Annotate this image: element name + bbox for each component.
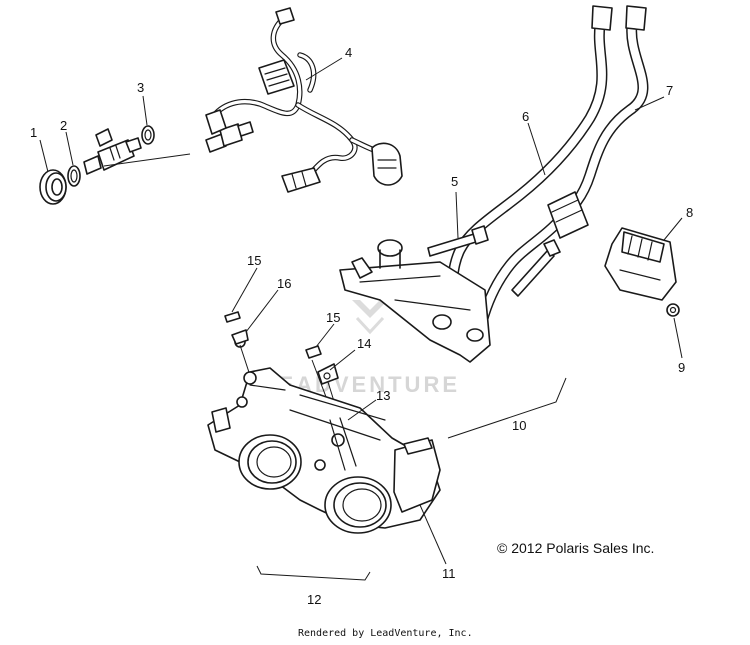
leader-lines [39, 57, 683, 565]
callout-2: 2 [60, 118, 67, 133]
injector-seal-part [39, 169, 67, 205]
callout-4: 4 [345, 45, 352, 60]
fuel-hose-parts [439, 5, 649, 328]
fuel-rail-part [339, 239, 491, 363]
injector-group-line [103, 153, 191, 167]
callout-6: 6 [522, 109, 529, 124]
callout-11: 11 [442, 566, 456, 581]
callout-14: 14 [357, 336, 371, 351]
callout-8: 8 [686, 205, 693, 220]
callout-12: 12 [307, 592, 321, 607]
callout-10: 10 [512, 418, 526, 433]
group-bracket-12 [256, 565, 371, 581]
screw-small-part [224, 311, 339, 385]
callout-15-upper: 15 [247, 253, 261, 268]
injector-harness-part [209, 7, 403, 193]
fuel-injector-part [83, 128, 142, 175]
copyright-text: © 2012 Polaris Sales Inc. [497, 540, 655, 556]
callout-5: 5 [451, 174, 458, 189]
o-ring-upper-part [141, 125, 155, 145]
callout-16: 16 [277, 276, 291, 291]
injector-installed-part [205, 109, 254, 153]
throttle-body-part [207, 367, 441, 534]
callout-1: 1 [30, 125, 37, 140]
group-bracket-10 [447, 377, 567, 439]
o-ring-part [67, 165, 81, 187]
callout-3: 3 [137, 80, 144, 95]
callout-9: 9 [678, 360, 685, 375]
callout-labels: 1 2 3 4 5 6 7 8 9 10 11 12 13 14 15 15 1… [30, 45, 693, 607]
sensor-module-part [604, 227, 677, 301]
screw-part [666, 303, 680, 317]
callout-13: 13 [376, 388, 390, 403]
callout-7: 7 [666, 83, 673, 98]
callout-15-lower: 15 [326, 310, 340, 325]
bolt-part [427, 225, 561, 297]
rendered-by-text: Rendered by LeadVenture, Inc. [298, 628, 473, 639]
